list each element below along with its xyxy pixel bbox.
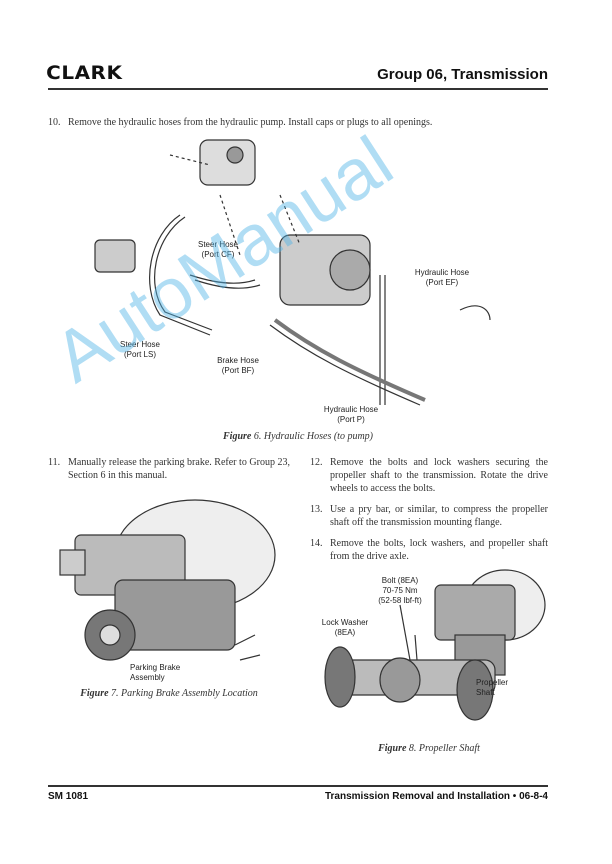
label-line: Lock Washer bbox=[321, 618, 369, 627]
step-text: Remove the hydraulic hoses from the hydr… bbox=[68, 117, 433, 128]
page-title: Group 06, Transmission bbox=[377, 66, 548, 83]
header-rule bbox=[48, 88, 548, 90]
footer-manual-number: SM 1081 bbox=[48, 791, 89, 802]
label-line: Steer Hose bbox=[197, 240, 239, 249]
footer-section: Transmission Removal and Installation • … bbox=[324, 791, 548, 802]
label-line: Brake Hose bbox=[217, 356, 259, 365]
step-number: 14. bbox=[310, 538, 323, 549]
caption-text: 8. Propeller Shaft bbox=[408, 743, 480, 754]
label-line: (Port BF) bbox=[221, 366, 255, 375]
label-line: Hydraulic Hose bbox=[414, 268, 470, 277]
step-number: 10. bbox=[48, 117, 61, 128]
figure-6-illustration bbox=[94, 139, 491, 406]
step-text: Manually release the parking brake. Refe… bbox=[68, 457, 290, 481]
figure-7-illustration bbox=[59, 499, 276, 661]
step-number: 12. bbox=[310, 457, 323, 468]
label-line: (Port LS) bbox=[123, 350, 156, 359]
label-line: (8EA) bbox=[334, 628, 356, 637]
label-line: Bolt (8EA) bbox=[381, 576, 419, 585]
figure-7-caption: Figure 7. Parking Brake Assembly Locatio… bbox=[48, 688, 290, 699]
label-hydraulic-hose-ef: Hydraulic Hose (Port EF) bbox=[410, 268, 474, 288]
step-11: 11. Manually release the parking brake. … bbox=[48, 456, 290, 482]
clark-logo: CLARK bbox=[46, 62, 123, 84]
step-14: 14. Remove the bolts, lock washers, and … bbox=[310, 537, 548, 563]
label-bolt: Bolt (8EA) 70-75 Nm (52-58 lbf-ft) bbox=[368, 576, 432, 606]
label-line: (52-58 lbf-ft) bbox=[378, 596, 422, 605]
label-parking-brake: Parking Brake Assembly bbox=[130, 663, 194, 683]
step-13: 13. Use a pry bar, or similar, to compre… bbox=[310, 503, 548, 529]
figure-6-caption: Figure 6. Hydraulic Hoses (to pump) bbox=[48, 431, 548, 442]
label-line: 70-75 Nm bbox=[382, 586, 418, 595]
step-number: 13. bbox=[310, 504, 323, 515]
label-steer-hose-cf: Steer Hose (Port CF) bbox=[188, 240, 248, 260]
caption-text: 6. Hydraulic Hoses (to pump) bbox=[253, 431, 373, 442]
step-text: Use a pry bar, or similar, to compress t… bbox=[330, 504, 548, 528]
label-line: Propeller bbox=[476, 678, 509, 687]
step-text: Remove the bolts, lock washers, and prop… bbox=[330, 538, 548, 562]
step-number: 11. bbox=[48, 457, 61, 468]
label-line: (Port CF) bbox=[201, 250, 235, 259]
label-hydraulic-hose-p: Hydraulic Hose (Port P) bbox=[318, 405, 384, 425]
caption-prefix: Figure bbox=[80, 688, 109, 699]
label-line: Parking Brake bbox=[130, 663, 181, 672]
label-line: Shaft bbox=[476, 688, 495, 697]
label-line: (Port P) bbox=[337, 415, 365, 424]
figure-8-caption: Figure 8. Propeller Shaft bbox=[310, 743, 548, 754]
step-10: 10. Remove the hydraulic hoses from the … bbox=[48, 116, 548, 129]
caption-prefix: Figure bbox=[378, 743, 407, 754]
label-line: (Port EF) bbox=[425, 278, 459, 287]
footer-rule bbox=[48, 785, 548, 787]
label-line: Assembly bbox=[130, 673, 165, 682]
label-brake-hose-bf: Brake Hose (Port BF) bbox=[208, 356, 268, 376]
label-line: Steer Hose bbox=[119, 340, 161, 349]
figure-8-illustration bbox=[324, 569, 546, 721]
step-text: Remove the bolts and lock washers securi… bbox=[330, 457, 548, 494]
label-lock-washer: Lock Washer (8EA) bbox=[315, 618, 375, 638]
step-12: 12. Remove the bolts and lock washers se… bbox=[310, 456, 548, 495]
label-propeller-shaft: Propeller Shaft bbox=[476, 678, 526, 698]
caption-text: 7. Parking Brake Assembly Location bbox=[111, 688, 258, 699]
caption-prefix: Figure bbox=[223, 431, 252, 442]
label-line: Hydraulic Hose bbox=[323, 405, 379, 414]
label-steer-hose-ls: Steer Hose (Port LS) bbox=[110, 340, 170, 360]
